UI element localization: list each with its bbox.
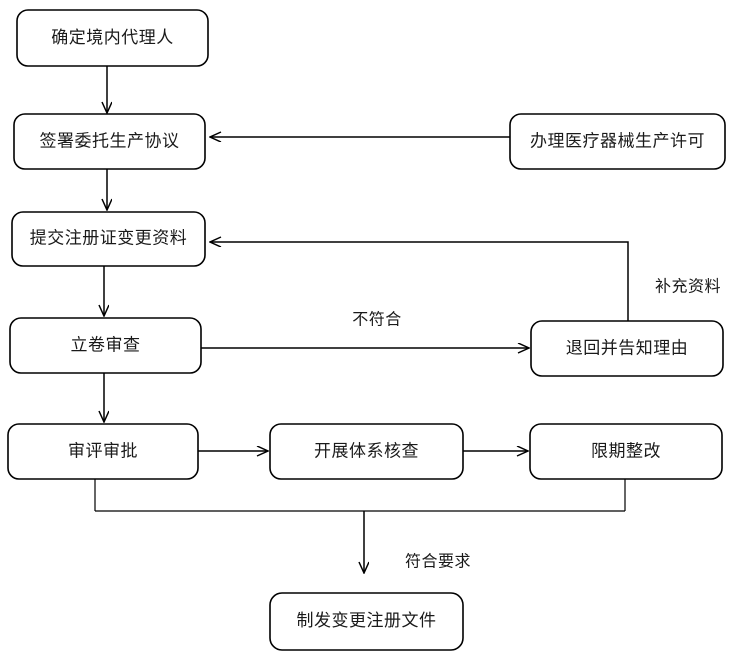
node-shape (11, 211, 206, 267)
node-conduct-system-inspection[interactable]: 开展体系核查 (269, 423, 464, 480)
edge-label-not-compliant: 不符合 (352, 311, 402, 329)
node-label: 审评审批 (68, 441, 138, 460)
node-rectify-within-deadline[interactable]: 限期整改 (529, 423, 723, 480)
node-shape (13, 113, 206, 170)
node-label: 签署委托生产协议 (40, 131, 180, 150)
node-shape (269, 592, 464, 651)
node-technical-review-approval[interactable]: 审评审批 (7, 423, 199, 480)
node-sign-contract-manufacturing-agreement[interactable]: 签署委托生产协议 (13, 113, 206, 170)
node-shape (16, 9, 209, 67)
node-label: 限期整改 (591, 441, 661, 460)
node-determine-domestic-agent[interactable]: 确定境内代理人 (16, 9, 209, 67)
node-shape (7, 423, 199, 480)
node-label: 提交注册证变更资料 (30, 228, 188, 247)
node-label: 确定境内代理人 (51, 28, 174, 47)
node-issue-change-registration-document[interactable]: 制发变更注册文件 (269, 592, 464, 651)
node-shape (509, 113, 726, 170)
edge-label-meets-requirements: 符合要求 (405, 553, 471, 571)
node-shape (529, 423, 723, 480)
edge-return-to-submit-supplement (211, 242, 629, 321)
node-apply-medical-device-production-license[interactable]: 办理医疗器械生产许可 (509, 113, 726, 170)
edge-label-supplement-materials: 补充资料 (655, 278, 721, 296)
node-shape (9, 317, 202, 374)
node-label: 退回并告知理由 (566, 338, 689, 357)
node-return-and-inform-reason[interactable]: 退回并告知理由 (530, 320, 724, 377)
node-label: 制发变更注册文件 (297, 611, 437, 630)
node-shape (530, 320, 724, 377)
node-label: 开展体系核查 (314, 441, 419, 460)
node-label: 办理医疗器械生产许可 (530, 131, 705, 150)
node-shape (269, 423, 464, 480)
node-submit-registration-change-materials[interactable]: 提交注册证变更资料 (11, 211, 206, 267)
node-label: 立卷审查 (71, 335, 141, 354)
node-file-review[interactable]: 立卷审查 (9, 317, 202, 374)
